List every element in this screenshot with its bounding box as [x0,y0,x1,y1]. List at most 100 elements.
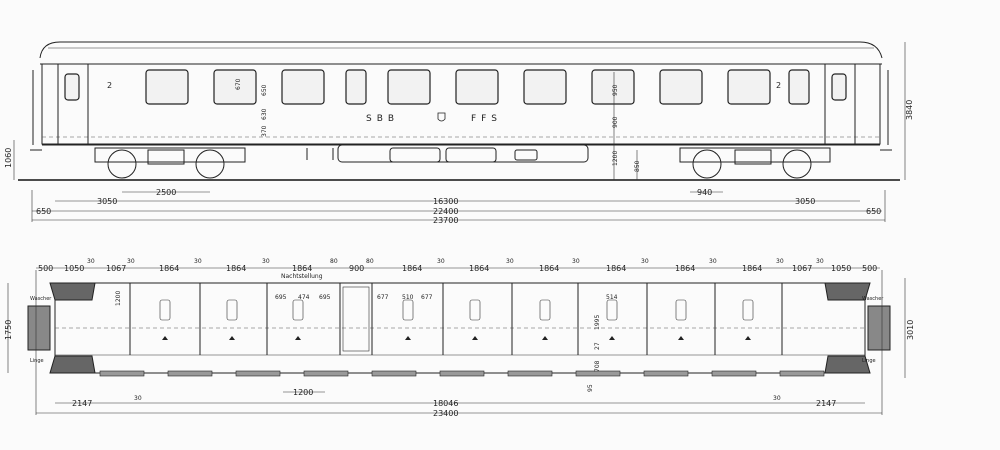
compartment-table [539,299,551,321]
dim-width-total: 3010 [906,320,915,340]
dim-850: 850 [634,160,641,172]
side-window [591,69,635,105]
dim-650: 650 [261,84,268,96]
top-dim-label: 1050 [64,264,84,273]
top-dim-label: 1067 [106,264,126,273]
top-dim-label: 30 [506,258,514,265]
top-dim-label: 1864 [675,264,695,273]
dim-total-length: 23400 [433,409,458,418]
plan-window [167,370,213,377]
top-dim-label: 500 [862,264,877,273]
dim-bogie-center-left: 3050 [97,197,117,206]
dim-940: 940 [697,188,712,197]
label-washer-right: Wascher [862,296,884,302]
side-window [387,69,431,105]
dim-end-left: 2147 [72,399,92,408]
dim-door-width: 1200 [293,388,313,397]
dim-compartment-695-b: 695 [319,294,331,301]
top-dim-label: 1050 [831,264,851,273]
side-window [281,69,325,105]
label-washer-left: Wascher [30,296,52,302]
seat-marker-icon [162,336,168,340]
top-dim-label: 1864 [226,264,246,273]
compartment-table [742,299,754,321]
dim-end-right: 2147 [816,399,836,408]
dim-630: 630 [261,108,268,120]
dim-corridor-width: 708 [594,360,601,372]
seat-marker-icon [745,336,751,340]
top-dim-label: 30 [437,258,445,265]
dim-compartment-514: 514 [606,294,618,301]
dim-height-total: 3840 [905,100,914,120]
top-dim-label: 1864 [742,264,762,273]
dim-body-length: 22400 [433,207,458,216]
top-dim-label: 1864 [292,264,312,273]
side-window [788,69,810,105]
top-dim-label: 80 [330,258,338,265]
label-linen-right: Linge [862,358,876,364]
door-left [57,63,89,145]
compartment-table [402,299,414,321]
seat-marker-icon [229,336,235,340]
top-dim-label: 30 [641,258,649,265]
night-position-label: Nachtstellung [281,273,323,280]
top-dim-label: 30 [709,258,717,265]
side-window [145,69,189,105]
dim-950: 950 [612,84,619,96]
lettering-ffs: FFS [471,114,502,124]
plan-window [575,370,621,377]
class-number-right: 2 [776,81,781,90]
seat-marker-icon [678,336,684,340]
side-window [523,69,567,105]
seat-marker-icon [609,336,615,340]
plan-window [779,370,825,377]
dim-interior-length: 18046 [433,399,458,408]
dim-gap-right: 30 [773,395,781,402]
plan-window [643,370,689,377]
car-body [41,63,881,145]
compartments [129,283,783,355]
dim-compartment-677-b: 677 [421,294,433,301]
gangway-right [824,282,891,374]
plan-window [507,370,553,377]
bogie-left [94,147,246,179]
top-dim-label: 30 [194,258,202,265]
seat-marker-icon [295,336,301,340]
dim-overhang-right: 650 [866,207,881,216]
top-dim-label: 900 [349,264,364,273]
top-dim-label: 500 [38,264,53,273]
gangway-left [27,282,96,374]
dim-floor-height: 1200 [612,151,619,166]
label-linen-left: Linge [30,358,44,364]
dim-width-inner: 1750 [4,320,13,340]
top-dim-label: 1864 [402,264,422,273]
dim-bogie-centers: 16300 [433,197,458,206]
dim-compartment-510: 510 [402,294,414,301]
top-dim-label: 30 [816,258,824,265]
top-dim-label: 30 [572,258,580,265]
compartment-table [469,299,481,321]
dim-buffer-height: 1060 [4,148,13,168]
side-window [455,69,499,105]
dim-compartment-depth: 1995 [594,315,601,330]
seat-marker-icon [405,336,411,340]
dim-370: 370 [261,125,268,137]
side-window [213,69,257,105]
compartment-table [606,299,618,321]
dim-95: 95 [587,384,594,392]
dim-gap-left: 30 [134,395,142,402]
dim-bogie-wheelbase: 2500 [156,188,176,197]
roof-outline [39,41,883,59]
compartment-table [292,299,304,321]
service-cabin [342,286,370,352]
plan-window [439,370,485,377]
dim-window-height: 670 [235,78,242,90]
top-dim-label: 1864 [539,264,559,273]
compartment-table [226,299,238,321]
dim-compartment-677-a: 677 [377,294,389,301]
top-dim-label: 80 [366,258,374,265]
dim-900: 900 [612,116,619,128]
